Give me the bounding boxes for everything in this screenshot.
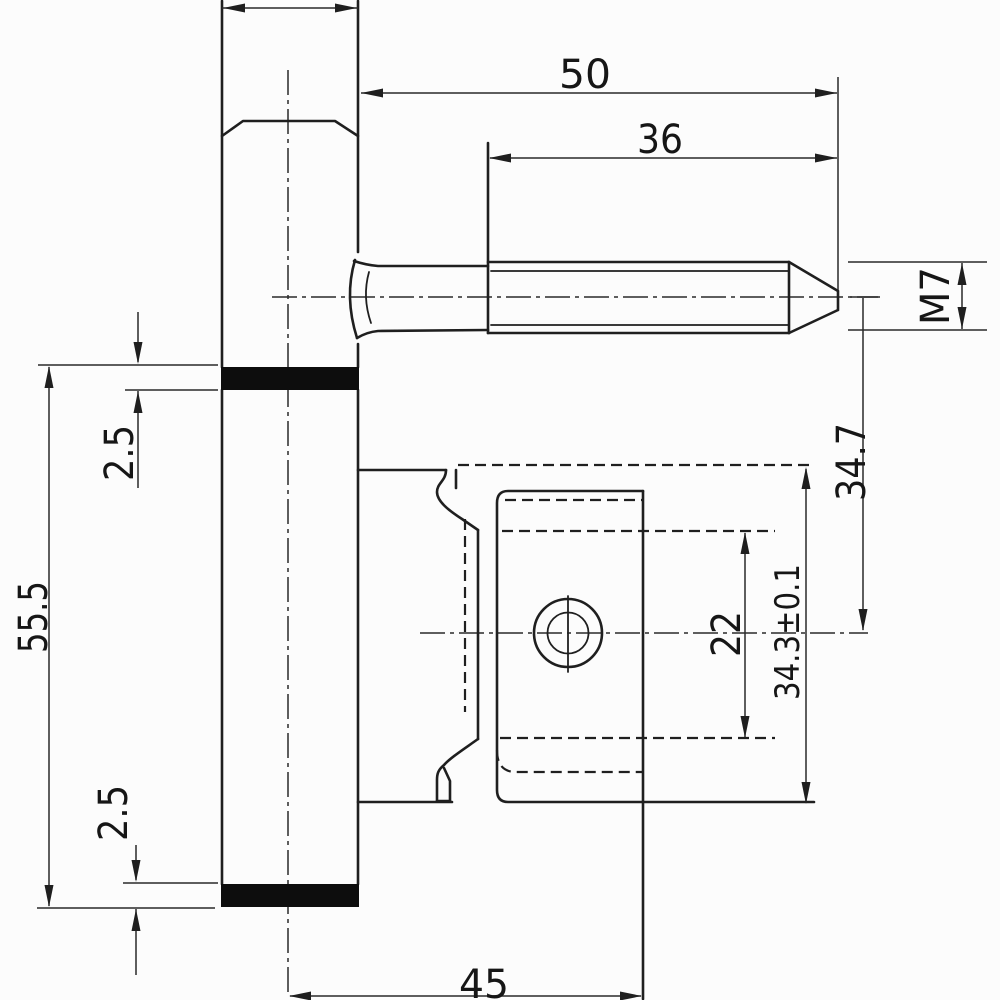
pin-shank-bottom bbox=[355, 328, 490, 340]
barrel-chamfer-cap bbox=[220, 119, 360, 138]
claw-bottom-tooth bbox=[442, 766, 452, 803]
dim-34-7: 34.7 bbox=[829, 296, 878, 631]
arrowhead-down bbox=[131, 860, 141, 882]
dim-45-label: 45 bbox=[459, 962, 509, 1000]
front-plate-outline bbox=[495, 489, 816, 804]
dim-m7-label: M7 bbox=[913, 267, 959, 325]
dim-2-5-bottom-label: 2.5 bbox=[91, 785, 137, 841]
arrowhead-right bbox=[335, 3, 357, 13]
dim-45: 45 bbox=[289, 962, 642, 1000]
threaded-pin-outline bbox=[348, 141, 840, 340]
arrowhead-down bbox=[957, 307, 967, 329]
mounting-plate-outline bbox=[356, 463, 816, 1000]
arrowhead-up bbox=[44, 366, 54, 388]
dim-34-3: 34.3±0.1 bbox=[768, 467, 811, 804]
dim-34-7-label: 34.7 bbox=[829, 423, 875, 501]
dim-2-5-bottom: 2.5 bbox=[91, 785, 218, 975]
arrowhead-up bbox=[740, 532, 750, 554]
barrel-outline bbox=[220, 0, 360, 907]
arrowhead-left bbox=[361, 88, 383, 98]
claw-bottom bbox=[435, 737, 480, 803]
arrowhead-down bbox=[801, 782, 811, 804]
dim-55-5: 55.5 bbox=[11, 364, 218, 909]
dim-barrel-diameter bbox=[222, 3, 358, 13]
arrowhead-down bbox=[858, 609, 868, 631]
arrowhead-left bbox=[223, 3, 245, 13]
arrowhead-left bbox=[489, 153, 511, 163]
dim-34-3-label: 34.3±0.1 bbox=[768, 564, 808, 700]
dim-36: 36 bbox=[489, 117, 837, 163]
arrowhead-up bbox=[801, 467, 811, 489]
claw-top bbox=[435, 468, 480, 532]
dim-2-5-top-label: 2.5 bbox=[97, 425, 143, 481]
pin-flare-outer-arc bbox=[348, 258, 359, 340]
dim-36-label: 36 bbox=[637, 117, 683, 163]
dim-50-label: 50 bbox=[559, 52, 611, 98]
pin-shank-top bbox=[352, 259, 490, 268]
pin-tip-cone bbox=[787, 260, 840, 335]
dim-m7: M7 bbox=[848, 261, 987, 331]
arrowhead-down bbox=[740, 716, 750, 738]
dim-50: 50 bbox=[361, 52, 839, 290]
arrowhead-down bbox=[44, 885, 54, 907]
centerlines bbox=[272, 70, 880, 997]
dim-22-label: 22 bbox=[704, 611, 750, 657]
arrowhead-up bbox=[957, 263, 967, 285]
arrowhead-up bbox=[131, 909, 141, 931]
plate-hidden-edge-lower bbox=[495, 749, 643, 774]
dim-22: 22 bbox=[704, 532, 750, 738]
arrowhead-up bbox=[133, 391, 143, 413]
arrowhead-right bbox=[620, 991, 642, 1000]
arrowhead-right bbox=[815, 153, 837, 163]
extension-lines bbox=[848, 261, 987, 331]
pin-flare-inner-arc bbox=[365, 271, 372, 324]
dim-55-5-label: 55.5 bbox=[11, 581, 57, 653]
seal-ring-band-top bbox=[221, 367, 359, 390]
dim-2-5-top: 2.5 bbox=[97, 312, 218, 488]
arrowhead-left bbox=[289, 991, 311, 1000]
seal-ring-band-bottom bbox=[221, 884, 359, 907]
arrowhead-down bbox=[133, 342, 143, 364]
extension-lines bbox=[37, 364, 218, 909]
arrowhead-right bbox=[815, 88, 837, 98]
